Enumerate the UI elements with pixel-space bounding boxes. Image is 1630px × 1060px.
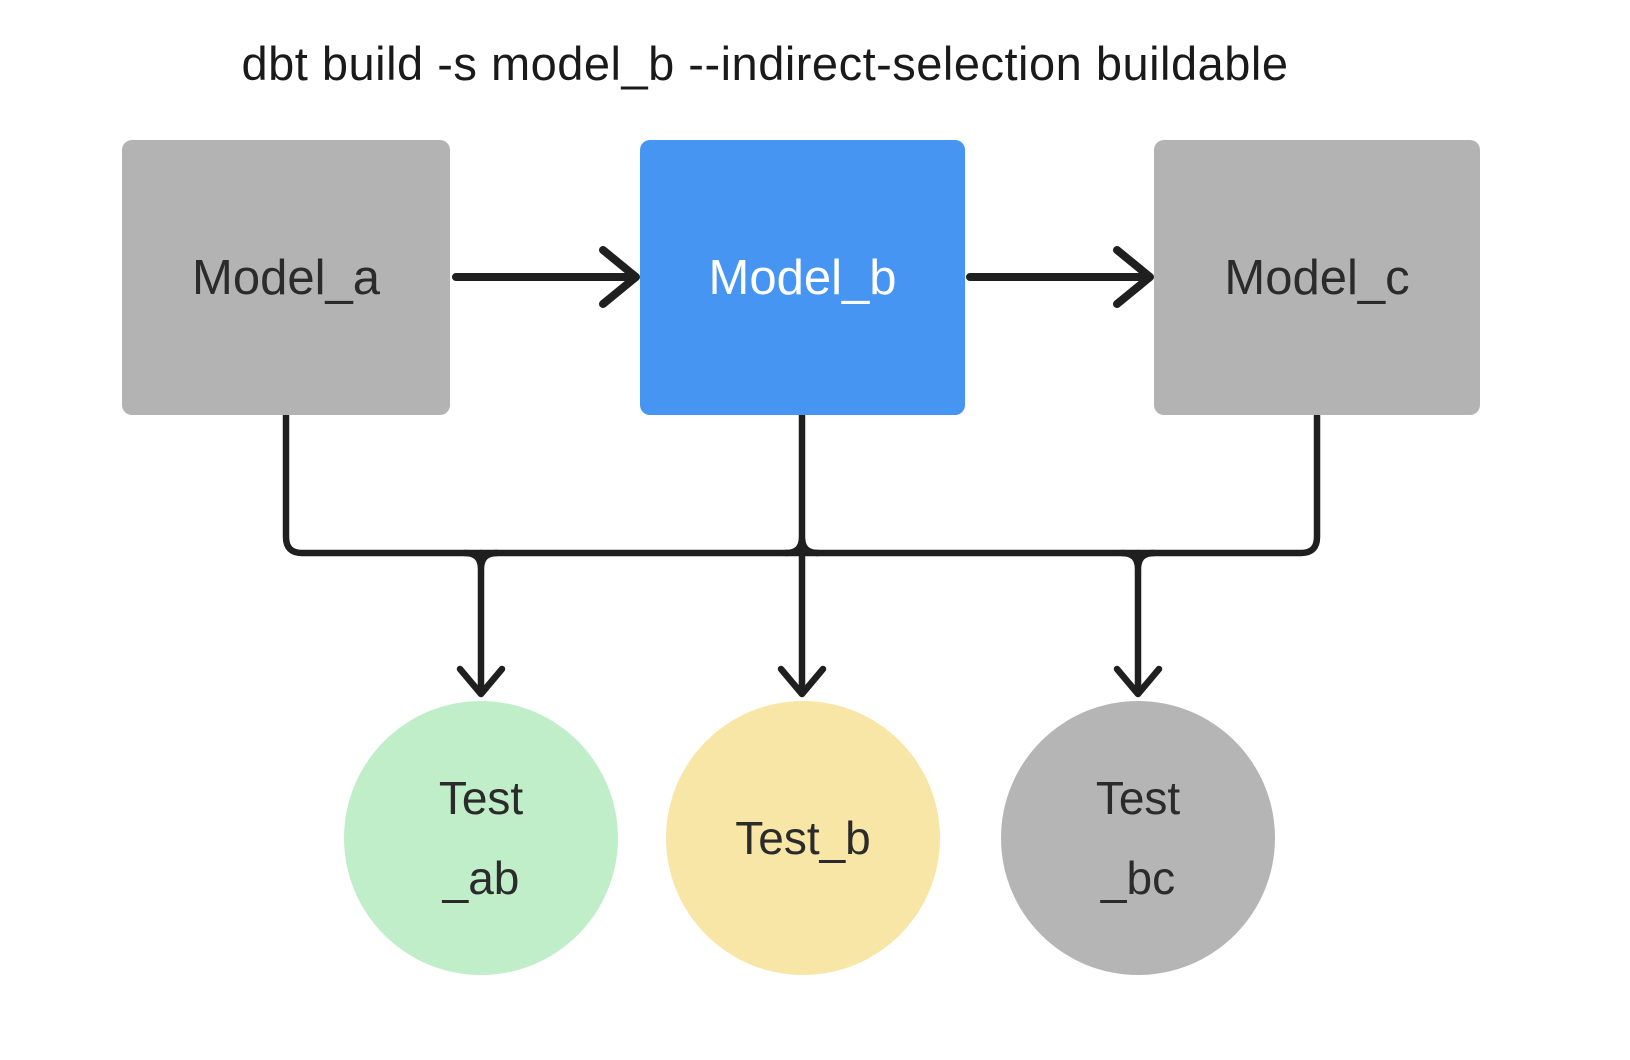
node-model-c: Model_c xyxy=(1154,140,1480,415)
connector-drop-test-bc xyxy=(1113,549,1163,698)
node-model-b-selected: Model_b xyxy=(640,140,965,415)
node-test-bc-label: Test _bc xyxy=(1095,772,1181,904)
node-test-bc: Test _bc xyxy=(1001,701,1275,975)
node-model-b-label: Model_b xyxy=(708,250,897,305)
arrow-model-a-to-model-b xyxy=(452,246,640,308)
node-model-a: Model_a xyxy=(122,140,450,415)
connector-trunk xyxy=(282,412,1321,557)
diagram-title: dbt build -s model_b --indirect-selectio… xyxy=(241,37,1289,90)
connector-drop-test-ab xyxy=(456,549,506,698)
node-test-b: Test_b xyxy=(666,701,940,975)
node-model-c-label: Model_c xyxy=(1224,250,1410,305)
node-test-ab-label: Test _ab xyxy=(438,772,524,904)
arrow-model-b-to-model-c xyxy=(966,246,1154,308)
connector-model-b-to-test-b xyxy=(777,412,827,698)
node-test-ab: Test _ab xyxy=(344,701,618,975)
node-model-a-label: Model_a xyxy=(192,250,380,305)
node-test-b-label: Test_b xyxy=(735,812,871,864)
